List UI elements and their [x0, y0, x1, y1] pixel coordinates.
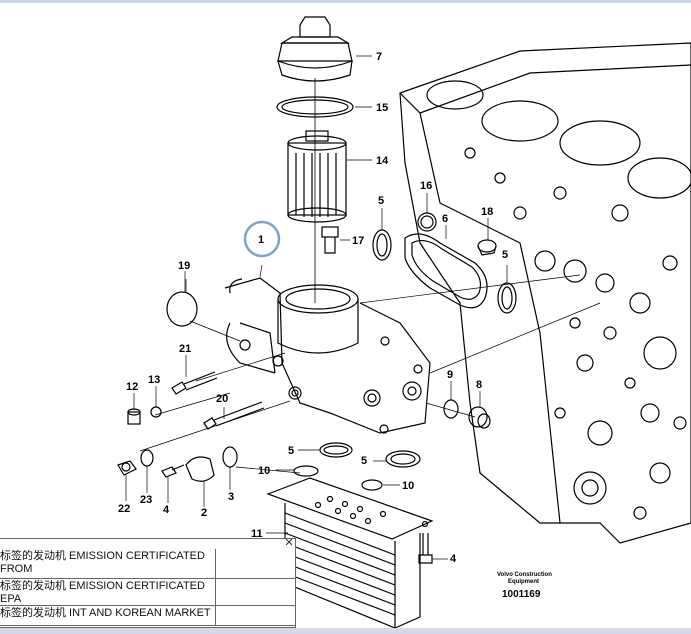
screw-4 — [161, 464, 185, 478]
callout-7: 7 — [376, 51, 382, 63]
callout-23: 23 — [140, 494, 152, 506]
callout-4-lower: 4 — [450, 553, 457, 565]
callout-1: 1 — [258, 234, 264, 246]
callout-2: 2 — [201, 507, 207, 519]
plug-22 — [117, 460, 137, 476]
callout-14: 14 — [376, 155, 389, 167]
plug-8 — [468, 406, 491, 429]
callout-13: 13 — [148, 374, 160, 386]
washer-23 — [140, 449, 154, 467]
callout-19: 19 — [178, 260, 190, 272]
callout-17: 17 — [352, 235, 364, 247]
callout-5: 5 — [361, 455, 367, 467]
caption-company: Volvo Construction — [497, 572, 552, 578]
drawing-reference: 1001169 — [502, 589, 541, 600]
callout-18: 18 — [481, 206, 493, 218]
sensor-17 — [321, 226, 339, 254]
gasket-6 — [404, 233, 488, 309]
column-divider — [215, 549, 216, 578]
callout-5: 5 — [288, 445, 294, 457]
o-ring-5c — [319, 442, 353, 458]
callout-5: 5 — [378, 195, 384, 207]
filter-element — [287, 130, 347, 223]
o-ring-5d — [385, 450, 421, 468]
table-row: 标签的发动机 EMISSION CERTIFICATED FROM — [0, 549, 295, 579]
oil-filter-housing — [224, 277, 431, 434]
ring-10a — [293, 465, 319, 477]
column-divider — [215, 606, 216, 625]
row-text: 标签的发动机 INT AND KOREAN MARKET — [0, 607, 211, 619]
window-bottom-bar — [0, 628, 691, 634]
callout-3: 3 — [228, 491, 234, 503]
callout-11: 11 — [251, 528, 263, 540]
callout-8: 8 — [476, 379, 482, 391]
cover-plate-2 — [185, 456, 215, 482]
engine-block — [399, 42, 691, 544]
close-icon[interactable]: ✕ — [284, 537, 294, 549]
callout-9: 9 — [447, 369, 453, 381]
bolt-21 — [171, 371, 218, 395]
bolt-20 — [203, 401, 265, 430]
highlight-ring — [243, 220, 281, 258]
row-text: 标签的发动机 EMISSION CERTIFICATED FROM — [0, 550, 205, 575]
row-text: 标签的发动机 EMISSION CERTIFICATED EPA — [0, 580, 205, 605]
table-row: 标签的发动机 INT AND KOREAN MARKET — [0, 606, 295, 626]
washer-13 — [150, 406, 162, 418]
callout-12: 12 — [126, 381, 138, 393]
callout-6: 6 — [442, 213, 448, 225]
o-ring-3 — [222, 446, 238, 468]
cover-19 — [166, 291, 198, 327]
callout-10: 10 — [258, 465, 270, 477]
callout-16: 16 — [420, 180, 432, 192]
callout-4: 4 — [163, 504, 170, 516]
applicability-popup: ✕ 标签的发动机 EMISSION CERTIFICATED FROM 标签的发… — [0, 538, 296, 628]
parts-diagram: 1 2 3 4 4 5 5 5 5 6 7 8 9 10 10 11 12 13… — [117, 16, 691, 628]
callout-20: 20 — [216, 393, 228, 405]
plug-12 — [127, 408, 141, 425]
ring-10b — [361, 479, 383, 491]
oil-cooler — [266, 477, 434, 628]
bolt-4-lower — [418, 533, 433, 564]
table-row: 标签的发动机 EMISSION CERTIFICATED EPA — [0, 579, 295, 606]
filter-cap — [277, 16, 353, 82]
plug-18 — [477, 239, 497, 256]
caption-division: Equipment — [508, 579, 539, 585]
callout-5: 5 — [502, 249, 508, 261]
window-top-bar — [0, 0, 691, 3]
column-divider — [215, 579, 216, 605]
callout-10: 10 — [402, 480, 414, 492]
callout-22: 22 — [118, 503, 130, 515]
callout-15: 15 — [376, 102, 388, 114]
callout-21: 21 — [179, 343, 191, 355]
